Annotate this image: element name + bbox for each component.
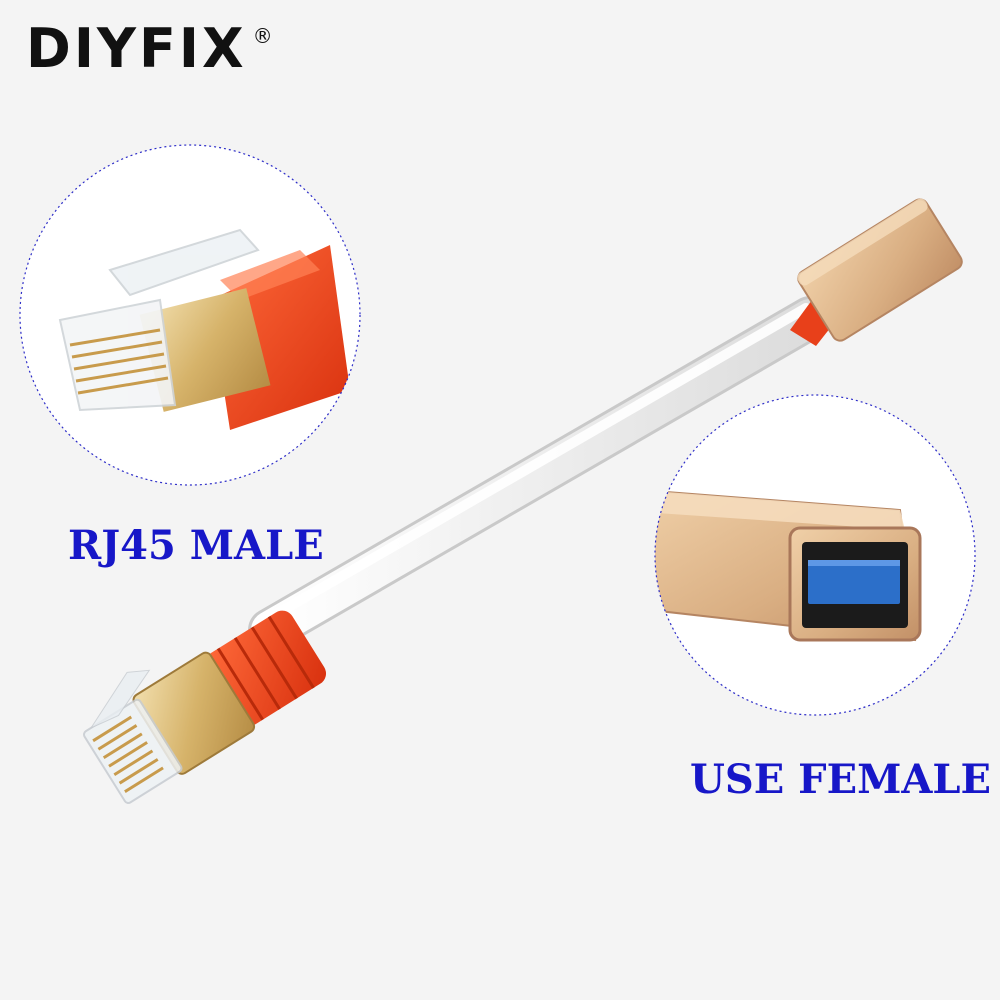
usb-female-label: USE FEMALE bbox=[690, 756, 991, 803]
rj45-zoom-circle bbox=[19, 144, 361, 486]
rj45-male-connector bbox=[83, 610, 327, 804]
registered-mark: ® bbox=[252, 24, 273, 48]
rj45-male-label: RJ45 MALE bbox=[68, 522, 324, 569]
brand-logo: DIYFIX ® bbox=[26, 22, 273, 76]
cable bbox=[248, 296, 832, 652]
usb-zoom-circle bbox=[654, 394, 976, 716]
usb-female-connector bbox=[790, 198, 963, 346]
brand-name: DIYFIX bbox=[26, 17, 247, 80]
